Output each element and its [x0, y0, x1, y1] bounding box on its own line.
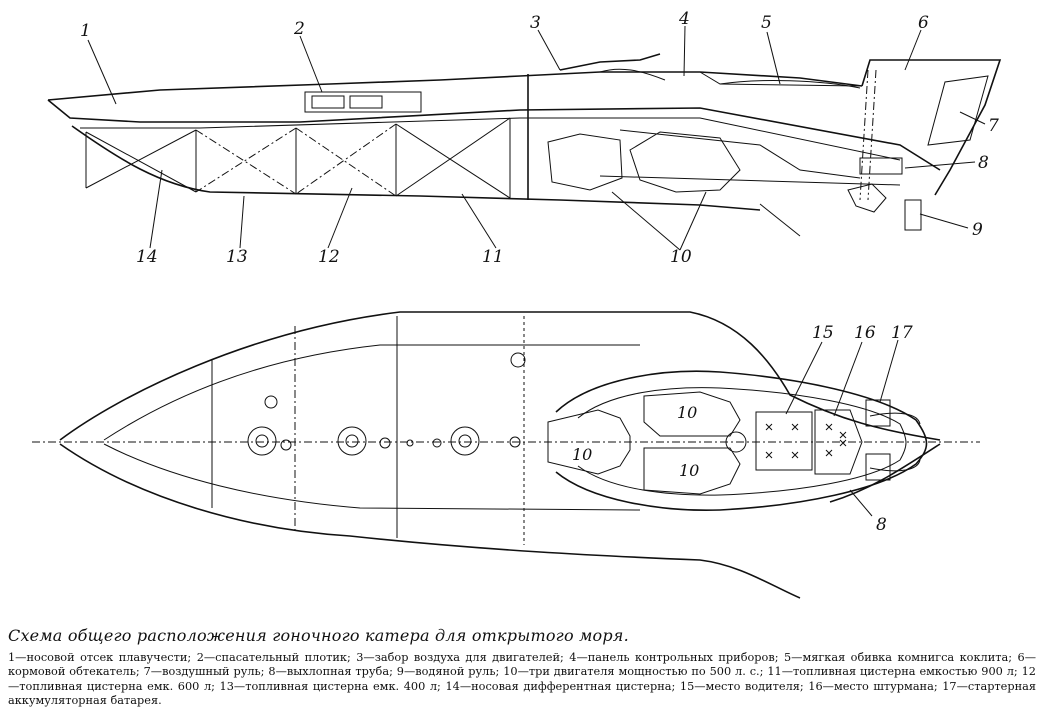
plan-view	[32, 311, 980, 599]
callout-15: 15	[812, 323, 834, 343]
callout-17: 17	[891, 323, 913, 343]
callout-12: 12	[318, 247, 340, 267]
callout-9: 9	[972, 220, 983, 240]
callout-4: 4	[678, 9, 690, 29]
callout-13: 13	[226, 247, 248, 267]
boat-layout-drawing: 1 2 3 4 5 6 7 8 9 10 11 12 13 14	[32, 9, 1002, 599]
plan-engine-label-upper: 10	[677, 403, 697, 422]
plan-engine-label-lower: 10	[679, 461, 699, 480]
callout-8-plan: 8	[876, 515, 887, 535]
callout-2: 2	[293, 19, 305, 39]
plan-callout-leaders	[785, 339, 899, 517]
callout-6: 6	[918, 13, 929, 33]
plan-engine-label-aft: 10	[572, 445, 592, 464]
callout-7: 7	[988, 116, 999, 136]
callout-3: 3	[530, 13, 541, 33]
figure-caption: Схема общего расположения гоночного кате…	[8, 626, 1036, 709]
callout-14: 14	[136, 247, 158, 267]
caption-legend: 1—носовой отсек плавучести; 2—спасательн…	[8, 651, 1036, 708]
callout-5: 5	[761, 13, 772, 33]
callout-10: 10	[670, 247, 692, 267]
callout-8: 8	[978, 153, 989, 173]
callout-16: 16	[854, 323, 876, 343]
callout-11: 11	[482, 247, 504, 267]
caption-title: Схема общего расположения гоночного кате…	[8, 626, 629, 645]
callout-1: 1	[80, 21, 91, 41]
side-view	[47, 25, 1002, 251]
